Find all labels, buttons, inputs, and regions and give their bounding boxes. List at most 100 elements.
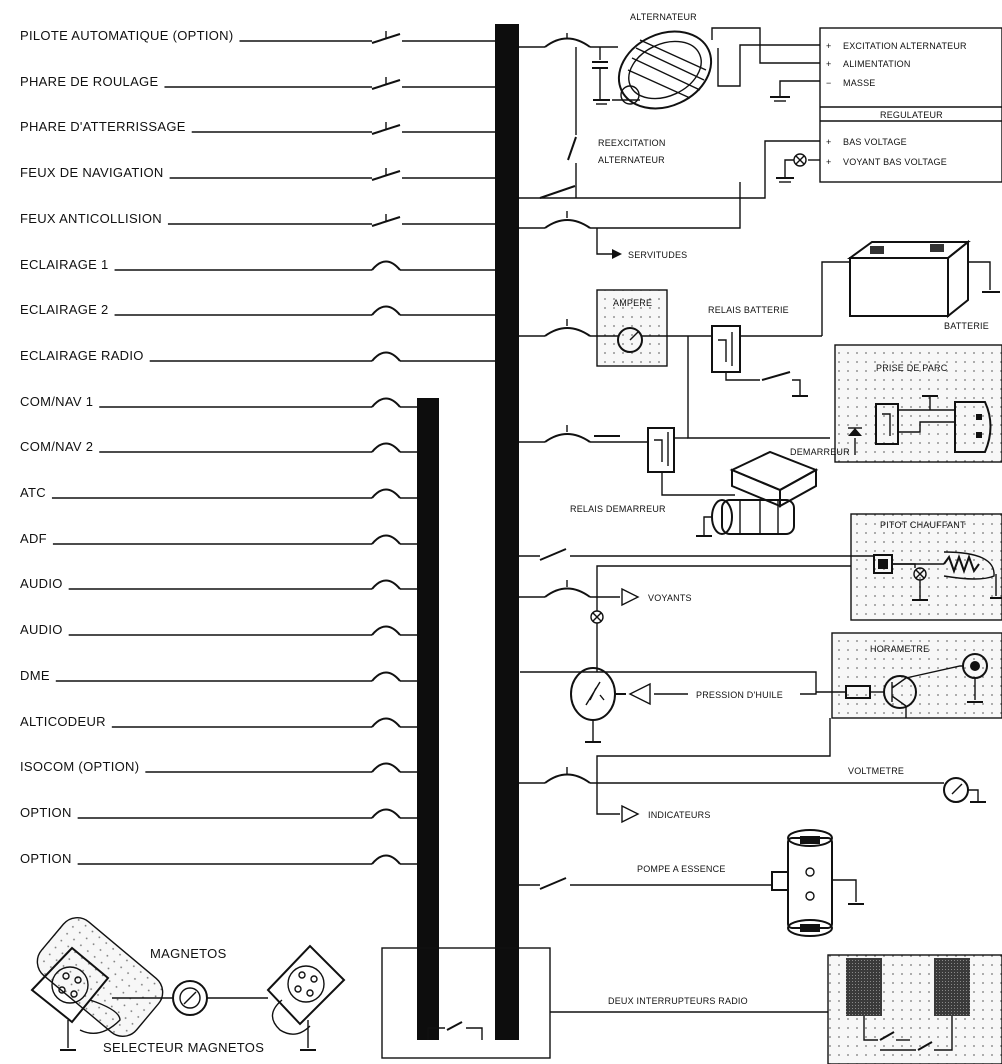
battery: BATTERIE <box>821 239 1000 336</box>
regulator-box: + EXCITATION ALTERNATEUR + ALIMENTATION … <box>519 27 1002 199</box>
circuit-label: DME <box>20 668 50 683</box>
switch-lever <box>371 33 401 44</box>
switch-lever <box>371 170 401 181</box>
regulateur-label: REGULATEUR <box>880 110 943 120</box>
relais-demarreur-label: RELAIS DEMARREUR <box>570 504 666 514</box>
circuit-breaker <box>371 854 401 865</box>
circuit-label: COM/NAV 2 <box>20 439 93 454</box>
circuit-row: ADF <box>20 531 417 546</box>
circuit-label: ATC <box>20 485 46 500</box>
circuit-breaker <box>371 488 401 499</box>
reexcitation-label-2: ALTERNATEUR <box>598 155 665 165</box>
switch-lever <box>371 216 401 227</box>
alternator: ALTERNATEUR <box>519 12 820 110</box>
circuit-row: ALTICODEUR <box>20 714 417 729</box>
circuit-label: ALTICODEUR <box>20 714 106 729</box>
switch-lever <box>371 79 401 90</box>
ampere-label: AMPERE <box>613 298 652 308</box>
circuit-label: OPTION <box>20 805 72 820</box>
servitudes-feed: SERVITUDES <box>519 182 741 260</box>
circuit-label: COM/NAV 1 <box>20 394 93 409</box>
servitudes-label: SERVITUDES <box>628 250 687 260</box>
circuit-row: PHARE D'ATTERRISSAGE <box>20 119 495 135</box>
svg-text:+: + <box>826 137 831 147</box>
circuit-label: ECLAIRAGE 1 <box>20 257 109 272</box>
svg-text:+: + <box>826 59 831 69</box>
starter-circuit: DEMARREUR RELAIS DEMARREUR <box>519 425 850 537</box>
svg-text:+: + <box>826 157 831 167</box>
circuit-breaker <box>371 442 401 453</box>
reexcitation-label-1: REEXCITATION <box>598 138 666 148</box>
circuit-breaker <box>371 579 401 590</box>
pitot-chauffant-label: PITOT CHAUFFANT <box>880 520 966 530</box>
avionics-bus-bar <box>417 398 439 1040</box>
circuit-row: OPTION <box>20 851 417 866</box>
circuit-row: PHARE DE ROULAGE <box>20 74 495 90</box>
prise-de-parc-label: PRISE DE PARC <box>876 363 948 373</box>
pitot-heat: PITOT CHAUFFANT <box>519 513 1002 621</box>
voyants-label: VOYANTS <box>648 593 692 603</box>
alternateur-label: ALTERNATEUR <box>630 12 697 22</box>
voltmetre-label: VOLTMETRE <box>848 766 904 776</box>
circuit-row: AUDIO <box>20 622 417 637</box>
alimentation-label: ALIMENTATION <box>843 59 911 69</box>
pompe-essence-label: POMPE A ESSENCE <box>637 864 726 874</box>
circuit-label: ISOCOM (OPTION) <box>20 759 139 774</box>
circuit-label: PHARE D'ATTERRISSAGE <box>20 119 186 134</box>
svg-text:−: − <box>826 78 831 88</box>
reexcitation-switch: REEXCITATION ALTERNATEUR <box>539 47 666 199</box>
ground-power-receptacle: PRISE DE PARC <box>834 344 1002 463</box>
circuit-row: ECLAIRAGE 1 <box>20 257 495 272</box>
circuit-label: ECLAIRAGE RADIO <box>20 348 144 363</box>
circuit-row: ECLAIRAGE RADIO <box>20 348 495 363</box>
battery-relay: RELAIS BATTERIE <box>687 305 830 439</box>
indicateurs-label: INDICATEURS <box>648 810 711 820</box>
circuit-breaker <box>371 260 401 271</box>
svg-text:+: + <box>826 41 831 51</box>
main-bus-bar <box>495 24 519 1040</box>
masse-label: MASSE <box>843 78 876 88</box>
pression-huile-label: PRESSION D'HUILE <box>696 690 783 700</box>
circuit-breaker <box>371 717 401 728</box>
relais-batterie-label: RELAIS BATTERIE <box>708 305 789 315</box>
circuit-label: PHARE DE ROULAGE <box>20 74 158 89</box>
circuit-row: OPTION <box>20 805 417 820</box>
batterie-label: BATTERIE <box>944 321 989 331</box>
voltmeter-indicators: VOLTMETRE INDICATEURS <box>519 718 986 824</box>
oil-pressure: PRESSION D'HUILE <box>520 667 817 743</box>
radio-switches: DEUX INTERRUPTEURS RADIO <box>550 954 1002 1064</box>
circuit-row: PILOTE AUTOMATIQUE (OPTION) <box>20 28 495 44</box>
magnetos: MAGNETOS SELECTEUR MAGNETOS <box>30 916 346 1055</box>
excitation-label: EXCITATION ALTERNATEUR <box>843 41 967 51</box>
circuit-label: FEUX DE NAVIGATION <box>20 165 164 180</box>
circuit-label: PILOTE AUTOMATIQUE (OPTION) <box>20 28 233 43</box>
switch-lever <box>371 124 401 135</box>
circuit-breaker <box>371 351 401 362</box>
selecteur-magnetos-label: SELECTEUR MAGNETOS <box>103 1040 264 1055</box>
magnetos-label: MAGNETOS <box>150 946 227 961</box>
circuit-breaker <box>371 671 401 682</box>
circuit-row: COM/NAV 2 <box>20 439 417 454</box>
circuit-row: FEUX ANTICOLLISION <box>20 211 495 227</box>
circuit-label: FEUX ANTICOLLISION <box>20 211 162 226</box>
circuit-row: ISOCOM (OPTION) <box>20 759 417 774</box>
circuit-breaker <box>371 625 401 636</box>
horametre-label: HORAMETRE <box>870 644 929 654</box>
circuit-label: ADF <box>20 531 47 546</box>
hour-meter: HORAMETRE <box>816 632 1002 719</box>
circuit-label: AUDIO <box>20 622 63 637</box>
circuit-breaker <box>371 762 401 773</box>
deux-interrupteurs-radio-label: DEUX INTERRUPTEURS RADIO <box>608 996 748 1006</box>
voyant-bas-voltage-label: VOYANT BAS VOLTAGE <box>843 157 947 167</box>
ammeter: AMPERE <box>519 289 712 367</box>
circuit-row: FEUX DE NAVIGATION <box>20 165 495 181</box>
bas-voltage-label: BAS VOLTAGE <box>843 137 907 147</box>
radio-master-box <box>381 947 551 1059</box>
circuit-row: ECLAIRAGE 2 <box>20 302 495 317</box>
circuit-breaker <box>371 808 401 819</box>
circuit-list: PILOTE AUTOMATIQUE (OPTION) PHARE DE ROUL… <box>20 28 495 866</box>
circuit-breaker <box>371 305 401 316</box>
circuit-row: AUDIO <box>20 576 417 591</box>
fuel-pump: POMPE A ESSENCE <box>519 829 864 937</box>
